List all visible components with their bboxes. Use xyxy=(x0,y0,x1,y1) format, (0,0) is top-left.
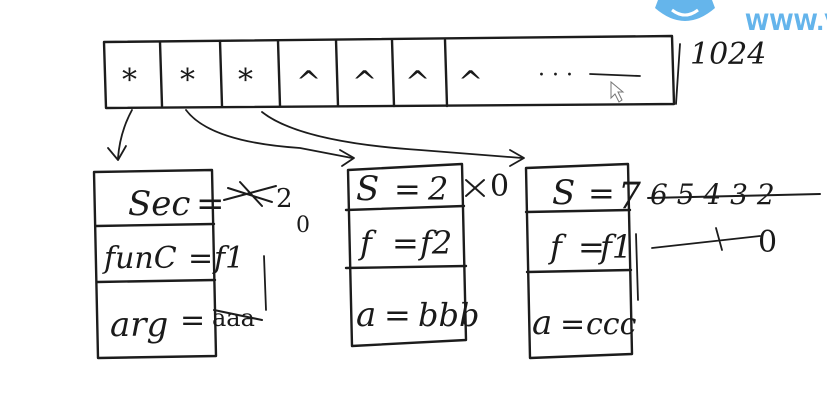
pointer-array: * * * ^ ^ ^ ^ · · · 1024 xyxy=(102,34,766,110)
node-1-key-1: funC xyxy=(102,241,177,276)
array-ellipsis: · · · xyxy=(538,63,573,88)
node-2-side-note: 0 xyxy=(490,169,509,204)
watermark-logo: WWW.V xyxy=(655,0,827,36)
node-3: S = 7 6 5 4 3 2 f = f1 0 a = ccc xyxy=(524,162,821,360)
node-1-value-0: 2 xyxy=(276,184,293,214)
node-2-key-1: f xyxy=(358,224,377,262)
svg-text:=: = xyxy=(392,224,419,262)
node-3-key-1: f xyxy=(548,228,567,266)
node-2-key-2: a xyxy=(356,295,376,335)
array-cell-4: ^ xyxy=(352,65,377,100)
svg-text:=: = xyxy=(588,174,615,212)
array-size-label: 1024 xyxy=(690,37,766,72)
node-1: Sec = 2 0 funC = f1 arg = aaa xyxy=(92,168,310,360)
array-cell-6: ^ xyxy=(458,65,483,100)
svg-text:=: = xyxy=(560,307,585,342)
node-2-key-0: S xyxy=(356,169,379,209)
arrow-cell1-to-node2 xyxy=(185,109,353,159)
node-3-value-1: f1 xyxy=(598,228,632,266)
svg-text:=: = xyxy=(394,170,421,208)
node-3-side-note: 6 5 4 3 2 xyxy=(650,178,775,211)
array-cell-2: * xyxy=(238,63,253,98)
array-cell-0: * xyxy=(122,63,137,98)
svg-text:=: = xyxy=(384,296,411,334)
arrow-cell2-to-node3 xyxy=(261,111,523,159)
node-2-value-0: 2 xyxy=(427,170,448,208)
node-1-value-1: f1 xyxy=(212,241,244,276)
array-cell-5: ^ xyxy=(405,65,430,100)
node-3-side-zero: 0 xyxy=(758,225,777,260)
mouse-cursor-icon xyxy=(610,80,625,103)
node-1-key-0: Sec xyxy=(128,184,190,224)
node-2-value-2: bbb xyxy=(418,296,479,334)
node-2: S = 2 0 f = f2 a = bbb xyxy=(344,162,509,348)
node-3-value-2: ccc xyxy=(586,307,637,342)
pointer-arrows xyxy=(107,109,525,167)
node-3-value-0: 7 xyxy=(618,176,641,217)
array-cell-1: * xyxy=(180,63,195,98)
watermark-text: WWW.V xyxy=(745,11,827,36)
svg-text:=: = xyxy=(180,303,205,338)
arrow-cell0-to-node1 xyxy=(117,109,133,159)
node-3-key-0: S xyxy=(552,173,575,213)
svg-text:=: = xyxy=(188,241,213,276)
node-1-key-2: arg xyxy=(110,305,168,345)
node-3-key-2: a xyxy=(532,303,552,343)
array-cell-3: ^ xyxy=(296,65,321,100)
svg-text:=: = xyxy=(578,228,605,266)
svg-text:=: = xyxy=(196,184,225,224)
node-2-value-1: f2 xyxy=(418,224,452,262)
node-1-side-note: 0 xyxy=(296,213,310,238)
